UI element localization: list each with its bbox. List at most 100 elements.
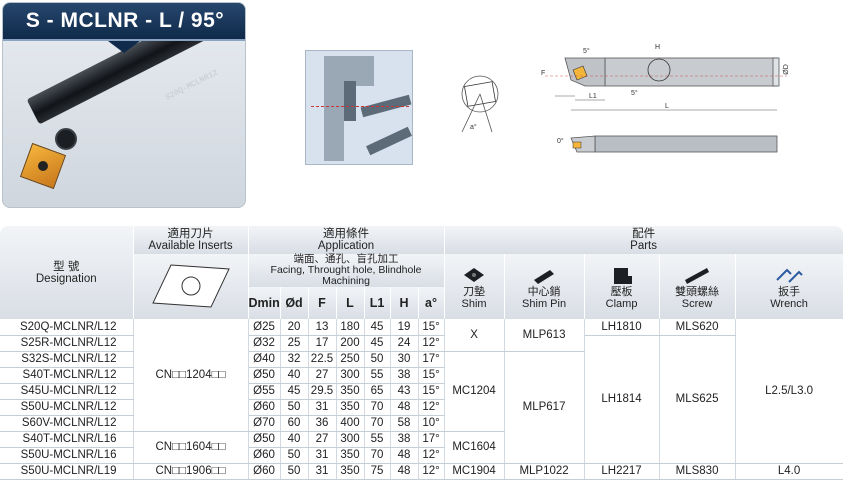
- d-cell: 20: [280, 319, 309, 336]
- parts-zh: 配件: [632, 228, 656, 240]
- a-cell: 10°: [418, 415, 445, 432]
- application-header: 適用條件 Application: [248, 226, 445, 254]
- dim-header-d: Ød: [280, 287, 309, 319]
- insert-cell: CN□□1906□□: [133, 463, 249, 480]
- screw-cell: MLS620: [659, 319, 736, 336]
- designation-cell: S25R-MCLNR/L12: [0, 335, 134, 352]
- h-cell: 58: [390, 415, 419, 432]
- dmin-cell: Ø40: [248, 351, 281, 368]
- designation-cell: S60V-MCLNR/L12: [0, 415, 134, 432]
- l1-cell: 75: [364, 463, 391, 480]
- l1-cell: 50: [364, 351, 391, 368]
- insert-diamond-svg: [151, 264, 230, 308]
- table-row: S50U-MCLNR/L16 Ø60 50 31 350 70 48 12°: [0, 447, 843, 464]
- clamp-en: Clamp: [605, 297, 638, 310]
- insert-cell: CN□□1604□□: [133, 431, 249, 464]
- shimpin-en: Shim Pin: [522, 297, 567, 310]
- wrench-en: Wrench: [770, 297, 808, 310]
- l1-label: L1: [589, 93, 597, 100]
- dim-header-f: F: [308, 287, 337, 319]
- dmin-cell: Ø60: [248, 399, 281, 416]
- angle-a-label: a°: [470, 124, 477, 131]
- shim-pin-cell: MLP613: [504, 319, 585, 352]
- table-row: S45U-MCLNR/L12 Ø55 45 29.5 350 65 43 15°: [0, 383, 843, 400]
- insert-icon-cell: [133, 254, 249, 319]
- shim-zh: 刀墊: [463, 285, 486, 298]
- wrench-header: 扳手 Wrench: [735, 254, 843, 319]
- clamp-zh: 壓板: [610, 285, 633, 298]
- f-cell: 31: [308, 447, 337, 464]
- dim-header-a: a°: [418, 287, 445, 319]
- designation-cell: S50U-MCLNR/L12: [0, 399, 134, 416]
- parts-header: 配件 Parts: [444, 226, 843, 254]
- insert-hole: [38, 161, 48, 171]
- table-row: S25R-MCLNR/L12 Ø32 25 17 200 45 24 12° L…: [0, 335, 843, 464]
- title-badge: S - MCLNR - L / 95°: [3, 3, 245, 53]
- application-zh: 適用條件: [323, 228, 370, 240]
- table-row: S40T-MCLNR/L12 Ø50 40 27 300 55 38 15°: [0, 367, 843, 384]
- f-label: F: [541, 70, 546, 77]
- a-cell: 15°: [418, 319, 445, 336]
- dimension-diagram: 5° H F ØD L1 5° L 0°: [535, 40, 790, 160]
- wrench-cell: L2.5/L3.0: [735, 319, 843, 464]
- d-cell: 60: [280, 415, 309, 432]
- shim-cell: MC1604: [444, 431, 505, 464]
- shim-cell: X: [444, 319, 505, 352]
- l1-cell: 45: [364, 335, 391, 352]
- shimpin-zh: 中心銷: [527, 285, 561, 298]
- h-cell: 30: [390, 351, 419, 368]
- d-cell: 32: [280, 351, 309, 368]
- d-cell: 45: [280, 383, 309, 400]
- f-cell: 31: [308, 399, 337, 416]
- screw-zh: 雙頭螺絲: [675, 285, 720, 298]
- d-cell: 40: [280, 367, 309, 384]
- clamp-icon: [608, 266, 636, 284]
- table-row: S50U-MCLNR/L19 CN□□1906□□ Ø60 50 31 350 …: [0, 463, 843, 480]
- clamp-header: 壓板 Clamp: [584, 254, 660, 319]
- a-cell: 12°: [418, 447, 445, 464]
- zero-angle-label: 0°: [557, 138, 564, 145]
- table-row: S50U-MCLNR/L12 Ø60 50 31 350 70 48 12°: [0, 399, 843, 416]
- facing-header: 端面、通孔、盲孔加工 Facing, Throught hole, Blindh…: [248, 254, 445, 287]
- shim-cell: MC1204: [444, 351, 505, 432]
- dim-header-h: H: [390, 287, 419, 319]
- a-cell: 12°: [418, 335, 445, 352]
- designation-zh: 型 號: [53, 260, 80, 273]
- d-cell: 50: [280, 447, 309, 464]
- f-cell: 29.5: [308, 383, 337, 400]
- l1-cell: 70: [364, 415, 391, 432]
- designation-cell: S20Q-MCLNR/L12: [0, 319, 134, 336]
- table-row: S40T-MCLNR/L16 CN□□1604□□ Ø50 40 27 300 …: [0, 431, 843, 464]
- angle-5-top-label: 5°: [583, 48, 590, 55]
- designation-cell: S45U-MCLNR/L12: [0, 383, 134, 400]
- dmin-cell: Ø32: [248, 335, 281, 352]
- dmin-cell: Ø70: [248, 415, 281, 432]
- l-cell: 350: [336, 463, 365, 480]
- inserts-en: Available Inserts: [148, 240, 233, 252]
- wrench-cell: L4.0: [735, 463, 843, 480]
- wrench-zh: 扳手: [778, 285, 801, 298]
- angle-5-bottom-label: 5°: [631, 90, 638, 97]
- dim-header-l1: L1: [364, 287, 391, 319]
- shim-pin-header: 中心銷 Shim Pin: [504, 254, 585, 319]
- screw-header: 雙頭螺絲 Screw: [659, 254, 736, 319]
- designation-en: Designation: [35, 272, 97, 285]
- dim-header-dmin: Dmin: [248, 287, 281, 319]
- screw-cell: MLS830: [659, 463, 736, 480]
- h-cell: 38: [390, 367, 419, 384]
- a-cell: 17°: [418, 351, 445, 368]
- l-cell: 350: [336, 447, 365, 464]
- dmin-cell: Ø50: [248, 431, 281, 448]
- l1-cell: 70: [364, 447, 391, 464]
- application-en: Application: [317, 240, 375, 252]
- product-image-card: S20Q-MCLNR12 S - MCLNR - L / 95°: [2, 2, 246, 208]
- h-cell: 38: [390, 431, 419, 448]
- f-cell: 31: [308, 463, 337, 480]
- f-cell: 27: [308, 367, 337, 384]
- h-cell: 43: [390, 383, 419, 400]
- inserts-zh: 適用刀片: [167, 228, 214, 240]
- l-cell: 350: [336, 383, 365, 400]
- h-cell: 24: [390, 335, 419, 352]
- l1-cell: 65: [364, 383, 391, 400]
- designation-cell: S50U-MCLNR/L16: [0, 447, 134, 464]
